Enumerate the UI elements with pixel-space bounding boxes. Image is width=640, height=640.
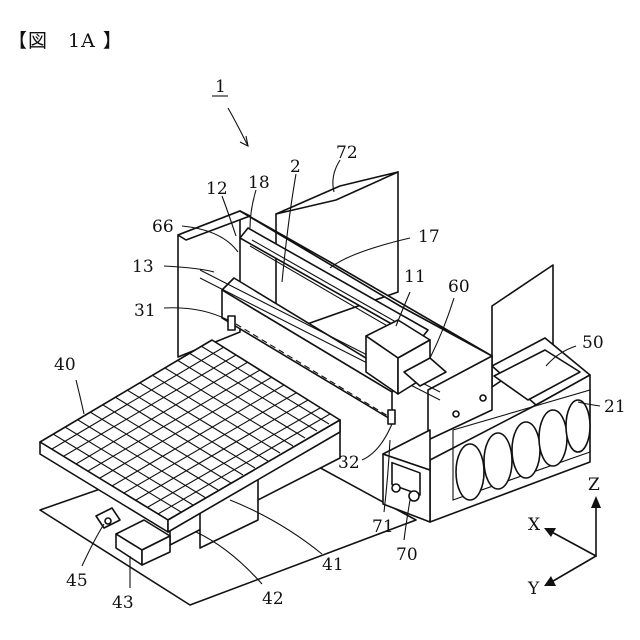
callout-71: 71 (372, 517, 394, 537)
callout-2: 2 (290, 157, 301, 177)
callout-70: 70 (396, 545, 418, 565)
sensor-31 (228, 316, 235, 330)
callout-21: 21 (604, 397, 626, 417)
callout-1: 1 (215, 77, 226, 97)
button-70a (392, 484, 400, 492)
callout-12: 12 (206, 179, 228, 199)
axis-y-label: Y (527, 579, 540, 599)
button-70b (409, 491, 419, 501)
callout-72: 72 (336, 143, 358, 163)
callout-60: 60 (448, 277, 470, 297)
callout-11: 11 (404, 267, 426, 287)
callout-42: 42 (262, 589, 284, 609)
axis-z-label: Z (588, 475, 600, 495)
callout-40: 40 (54, 355, 76, 375)
callout-43: 43 (112, 593, 134, 613)
callout-18: 18 (248, 173, 270, 193)
callout-41: 41 (322, 555, 344, 575)
callout-66: 66 (152, 217, 174, 237)
callout-13: 13 (132, 257, 154, 277)
axis-x-label: X (528, 515, 541, 535)
callout-45: 45 (66, 571, 88, 591)
callout-32: 32 (338, 453, 360, 473)
callout-17: 17 (418, 227, 440, 247)
sensor-32 (388, 410, 395, 424)
axis-indicator: Z X Y (527, 475, 601, 599)
callout-31: 31 (134, 301, 156, 321)
callout-50: 50 (582, 333, 604, 353)
